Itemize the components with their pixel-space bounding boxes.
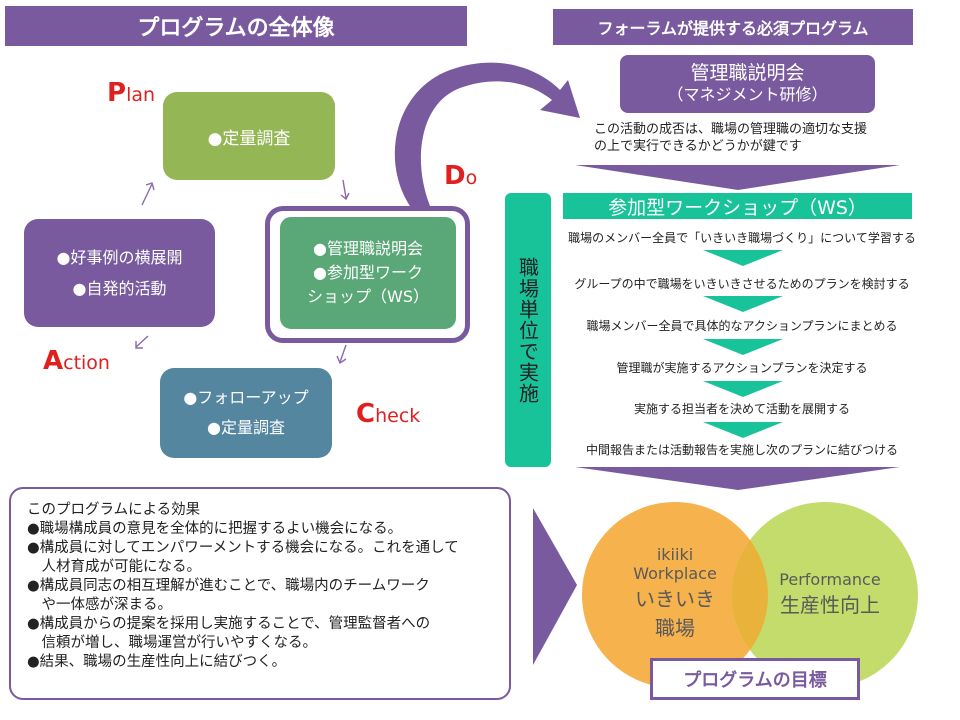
do-item-2: ●参加型ワーク: [313, 263, 423, 282]
ws-step-arrow: [703, 339, 783, 355]
ws-step-5: 実施する担当者を決めて活動を展開する: [633, 402, 850, 416]
pdca-small-arrows: [135, 179, 350, 365]
left-banner: プログラムの全体像: [5, 6, 467, 46]
venn-left-en1: ikiiki: [656, 545, 694, 564]
mgmt-subtitle: （マネジメント研修）: [667, 85, 828, 104]
plan-item: ●定量調査: [207, 128, 291, 149]
ws-step-2: グループの中で職場をいきいきさせるためのプランを検討する: [574, 277, 910, 291]
plan-box: ●定量調査: [163, 92, 335, 180]
ws-step-arrow: [703, 296, 783, 312]
venn-right-jp: 生産性向上: [780, 593, 880, 617]
pdca-action-label: Action: [43, 346, 110, 376]
pdca-check-label: Check: [356, 399, 421, 429]
do-box-frame: [265, 206, 470, 343]
effects-heading: このプログラムによる効果: [27, 502, 201, 518]
ws-step-arrow: [703, 250, 783, 266]
effects-item: や一体感が深まる。: [27, 597, 172, 613]
ws-step-6: 中間報告または活動報告を実施し次のプランに結びつける: [585, 443, 898, 457]
action-item-2: ●自発的活動: [72, 279, 167, 298]
action-box: ●好事例の横展開 ●自発的活動: [24, 219, 215, 327]
ws-step-arrow: [703, 381, 783, 397]
check-item-1: ●フォローアップ: [183, 388, 309, 407]
do-item-1: ●管理職説明会: [313, 239, 423, 258]
venn-left-jp2: 職場: [655, 616, 695, 640]
effects-item: 人材育成が可能になる。: [27, 559, 201, 575]
chevron-down-1: [575, 165, 900, 190]
effects-item: ●職場構成員の意見を全体的に把握するよい機会になる。: [27, 521, 403, 537]
ws-title-bar: 参加型ワークショップ（WS）: [563, 193, 912, 219]
mgmt-title: 管理職説明会: [690, 62, 805, 84]
venn-right-labels: Performance 生産性向上: [770, 570, 890, 618]
pdca-do-label: Do: [444, 161, 478, 191]
chevron-down-2: [575, 467, 900, 490]
effects-item: ●結果、職場の生産性向上に結びつく。: [27, 654, 287, 670]
ws-step-1: 職場のメンバー全員で「いきいき職場づくり」について学習する: [568, 231, 916, 245]
effects-item: ●構成員からの提案を採用し実施することで、管理監督者への: [27, 616, 431, 632]
effects-item: ●構成員同志の相互理解が進むことで、職場内のチームワーク: [27, 578, 430, 594]
check-item-2: ●定量調査: [207, 418, 285, 437]
mgmt-description: この活動の成否は、職場の管理職の適切な支援 の上で実行できるかどうかが鍵です: [594, 122, 868, 154]
vertical-label: 職場単位で実施: [515, 256, 540, 404]
venn-diagram: [582, 502, 918, 688]
venn-left-en2: Workplace: [633, 564, 717, 583]
venn-circle-right: [732, 502, 918, 688]
ws-step-3: 職場メンバー全員で具体的なアクションプランにまとめる: [586, 319, 898, 333]
venn-circle-left: [582, 502, 768, 688]
do-curved-arrow: [394, 62, 580, 206]
ws-step-4: 管理職が実施するアクションプランを決定する: [616, 361, 868, 375]
chevron-right: [533, 508, 577, 665]
vertical-label-box: 職場単位で実施: [505, 193, 551, 467]
do-item-3: ショップ（WS）: [307, 287, 429, 306]
action-item-1: ●好事例の横展開: [56, 248, 183, 267]
effects-item: ●構成員に対してエンパワーメントする機会になる。これを通して: [27, 540, 459, 556]
effects-item: 信頼が増し、職場運営が行いやすくなる。: [27, 635, 317, 651]
effects-box: このプログラムによる効果 ●職場構成員の意見を全体的に把握するよい機会になる。 …: [9, 487, 511, 700]
venn-right-en: Performance: [779, 570, 881, 589]
ws-step-list: 職場のメンバー全員で「いきいき職場づくり」について学習する グループの中で職場を…: [556, 229, 928, 457]
check-box: ●フォローアップ ●定量調査: [160, 368, 332, 458]
goal-label: プログラムの目標: [650, 658, 860, 700]
ws-step-arrow: [703, 422, 783, 438]
venn-left-labels: ikiiki Workplace いきいき 職場: [610, 545, 740, 641]
venn-left-jp1: いきいき: [635, 587, 715, 611]
mgmt-briefing-box: 管理職説明会 （マネジメント研修）: [620, 55, 875, 113]
do-box: ●管理職説明会 ●参加型ワーク ショップ（WS）: [277, 214, 459, 332]
pdca-plan-label: Plan: [107, 78, 156, 108]
right-banner: フォーラムが提供する必須プログラム: [553, 9, 913, 45]
